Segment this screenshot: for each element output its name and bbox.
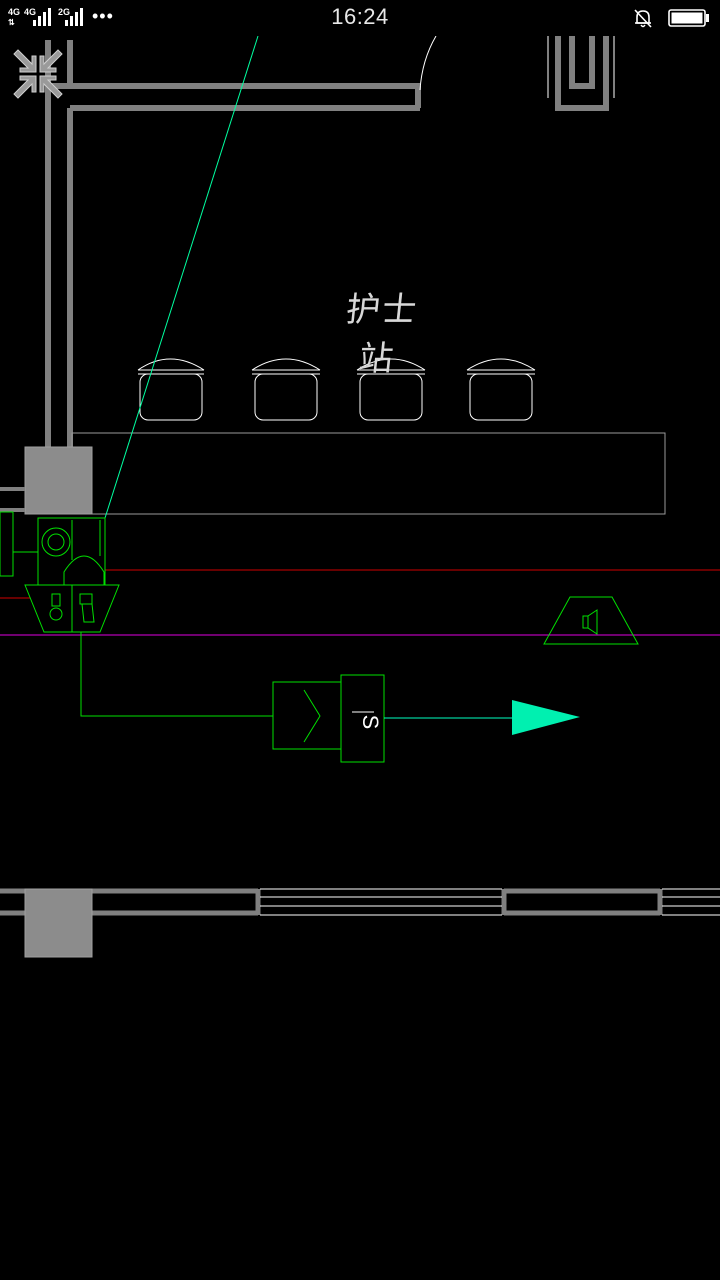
status-bar: 4G ⇅ 4G 2G ••• 16:24: [0, 0, 720, 36]
duct-top-right: [555, 36, 609, 111]
wall-bottom: [0, 888, 663, 916]
network-type-2: 4G: [24, 7, 37, 17]
stool-2: [251, 358, 321, 421]
network-type-1: 4G: [8, 7, 21, 17]
signal-icon: [33, 8, 51, 26]
room-label-nurse-station: 护士站: [344, 290, 421, 379]
network-type-3: 2G: [58, 7, 71, 17]
duct-top-right-lines: [547, 36, 615, 98]
exit-fullscreen-button[interactable]: [10, 46, 66, 102]
cyan-diagonal-line: [104, 35, 259, 519]
green-connector-line: [80, 632, 273, 717]
status-overflow-dots: •••: [92, 6, 114, 26]
data-arrows-icon: ⇅: [8, 18, 15, 27]
wall-duct-top: [45, 40, 421, 448]
exit-fullscreen-icon: [13, 49, 63, 99]
equipment-cluster: [0, 511, 120, 633]
device-box-1: [272, 681, 342, 750]
nurse-station-counter: [71, 432, 666, 515]
column-block-top: [24, 446, 93, 515]
signal-icon-2: [65, 8, 83, 26]
battery-icon: [668, 9, 709, 27]
wall-left-stub: [0, 487, 25, 512]
status-time: 16:24: [331, 4, 389, 29]
window-lines-bottom: [260, 888, 720, 916]
stool-1: [137, 358, 205, 421]
bell-muted-icon: [634, 9, 652, 28]
arc-door-top: [419, 35, 437, 91]
speaker-symbol: [543, 596, 639, 645]
column-block-bottom: [24, 888, 93, 958]
device-box-2-glyph: S: [358, 715, 383, 730]
stool-3: [356, 358, 426, 421]
arrow-marker: [512, 700, 580, 735]
stool-4: [466, 358, 536, 421]
